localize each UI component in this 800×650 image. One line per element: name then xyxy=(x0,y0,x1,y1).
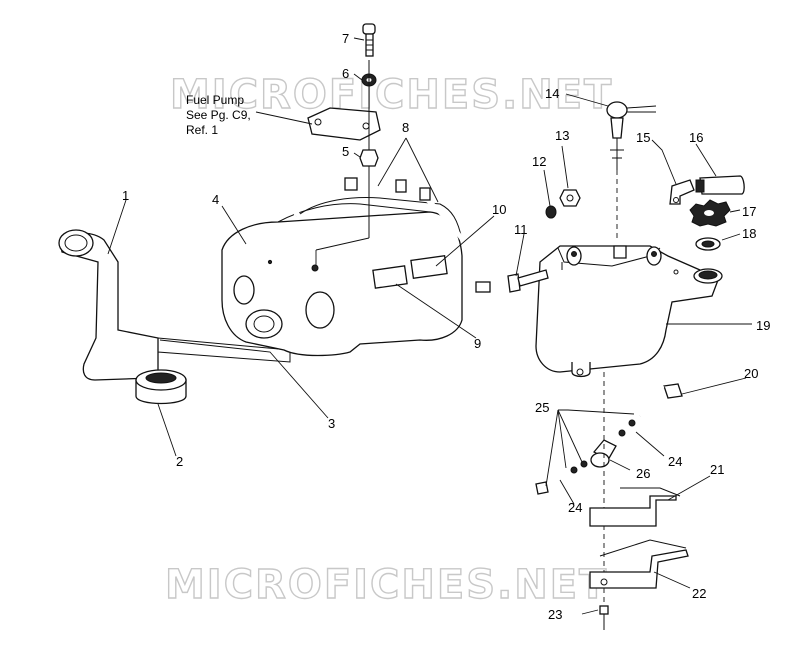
bracket-plate-part[interactable] xyxy=(157,337,291,363)
callout-numbers: 1 2 3 4 5 6 7 8 9 10 11 12 13 14 15 16 1… xyxy=(122,31,770,622)
callout-24-lower: 24 xyxy=(568,500,582,515)
note-line-3: Ref. 1 xyxy=(186,123,218,137)
callout-8: 8 xyxy=(402,120,409,135)
note-line-1: Fuel Pump xyxy=(186,93,244,107)
bracket-part-22[interactable] xyxy=(589,539,689,589)
callout-17: 17 xyxy=(742,204,756,219)
callout-9: 9 xyxy=(474,336,481,351)
callout-2: 2 xyxy=(176,454,183,469)
callout-5: 5 xyxy=(342,144,349,159)
callout-21: 21 xyxy=(710,462,724,477)
washer-part-12[interactable] xyxy=(545,205,557,219)
nut-part-13[interactable] xyxy=(559,189,581,207)
callout-12: 12 xyxy=(532,154,546,169)
nut-part-5[interactable] xyxy=(359,149,379,167)
callout-22: 22 xyxy=(692,586,706,601)
callout-14: 14 xyxy=(545,86,559,101)
callout-3: 3 xyxy=(328,416,335,431)
callout-19: 19 xyxy=(756,318,770,333)
grommet-part[interactable] xyxy=(135,369,187,405)
callout-1: 1 xyxy=(122,188,129,203)
callout-10: 10 xyxy=(492,202,506,217)
callout-4: 4 xyxy=(212,192,219,207)
bolt-part-7[interactable] xyxy=(362,23,376,57)
fitting-part-20[interactable] xyxy=(599,368,683,399)
elbow-fitting-part[interactable] xyxy=(669,179,695,205)
callout-7: 7 xyxy=(342,31,349,46)
callout-23: 23 xyxy=(548,607,562,622)
oil-tank-part[interactable] xyxy=(535,245,723,378)
callout-24-upper: 24 xyxy=(668,454,682,469)
watermark-top: MICROFICHES.NET xyxy=(170,72,613,118)
grommet-part-18[interactable] xyxy=(695,237,721,251)
cap-part-16[interactable] xyxy=(695,175,745,195)
hose-part[interactable] xyxy=(293,177,491,293)
filler-cap-part-17[interactable] xyxy=(689,199,731,227)
callout-25: 25 xyxy=(535,400,549,415)
callout-20: 20 xyxy=(744,366,758,381)
screw-part-23[interactable] xyxy=(599,605,609,630)
watermark-bottom: MICROFICHES.NET xyxy=(165,562,608,608)
callout-13: 13 xyxy=(555,128,569,143)
strap-part-21[interactable] xyxy=(589,487,681,527)
fuel-line-assembly[interactable] xyxy=(535,414,642,495)
bolt-part-11[interactable] xyxy=(507,269,549,293)
callout-11: 11 xyxy=(514,222,528,237)
callout-15: 15 xyxy=(636,130,650,145)
sender-part-14[interactable] xyxy=(606,101,657,240)
callout-26: 26 xyxy=(636,466,650,481)
fuel-pump-note: Fuel Pump See Pg. C9, Ref. 1 xyxy=(186,93,251,137)
leader-lines xyxy=(107,37,752,615)
callout-6: 6 xyxy=(342,66,349,81)
callout-18: 18 xyxy=(742,226,756,241)
fuel-pump-plate xyxy=(307,107,381,141)
note-line-2: See Pg. C9, xyxy=(186,108,251,122)
airbox-part[interactable] xyxy=(221,197,463,357)
callout-16: 16 xyxy=(689,130,703,145)
